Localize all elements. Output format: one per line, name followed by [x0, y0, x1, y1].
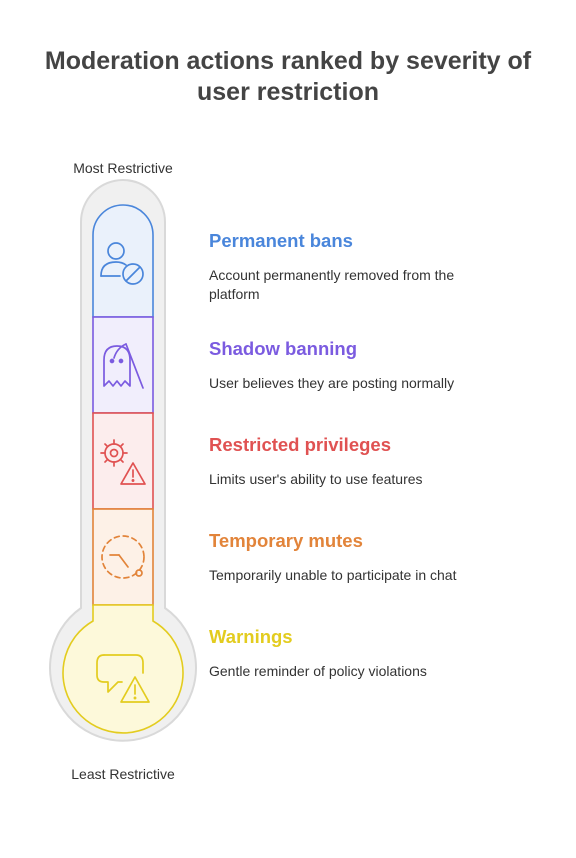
- most-restrictive-label: Most Restrictive: [73, 160, 173, 176]
- chat-warning-icon: [96, 654, 150, 703]
- segment-warnings: [62, 604, 184, 734]
- segment-shadow-banning: [92, 316, 154, 414]
- level-description: User believes they are posting normally: [209, 375, 455, 391]
- segment-permanent-bans: [92, 204, 154, 318]
- level-permanent-bans: Permanent bans Account permanently remov…: [209, 230, 549, 304]
- gear-warning-icon: [100, 439, 146, 485]
- level-shadow-banning: Shadow banning User believes they are po…: [209, 338, 549, 393]
- level-description: Limits user's ability to use features: [209, 471, 423, 487]
- segment-temporary-mutes: [92, 508, 154, 606]
- level-title: Temporary mutes: [209, 530, 363, 551]
- diagram-title: Moderation actions ranked by severity of…: [44, 47, 532, 106]
- level-title: Shadow banning: [209, 338, 357, 359]
- level-temporary-mutes: Temporary mutes Temporarily unable to pa…: [209, 530, 549, 585]
- level-restricted-privileges: Restricted privileges Limits user's abil…: [209, 434, 549, 489]
- level-warnings: Warnings Gentle reminder of policy viola…: [209, 626, 549, 681]
- user-blocked-icon: [100, 242, 144, 285]
- level-title: Warnings: [209, 626, 293, 647]
- level-description: Account permanently removed from the pla…: [209, 267, 455, 302]
- level-description: Temporarily unable to participate in cha…: [209, 567, 457, 583]
- level-description: Gentle reminder of policy violations: [209, 663, 427, 679]
- ghost-scythe-icon: [103, 343, 144, 389]
- level-title: Restricted privileges: [209, 434, 391, 455]
- timer-icon: [101, 535, 145, 579]
- level-title: Permanent bans: [209, 230, 353, 251]
- least-restrictive-label: Least Restrictive: [71, 766, 175, 782]
